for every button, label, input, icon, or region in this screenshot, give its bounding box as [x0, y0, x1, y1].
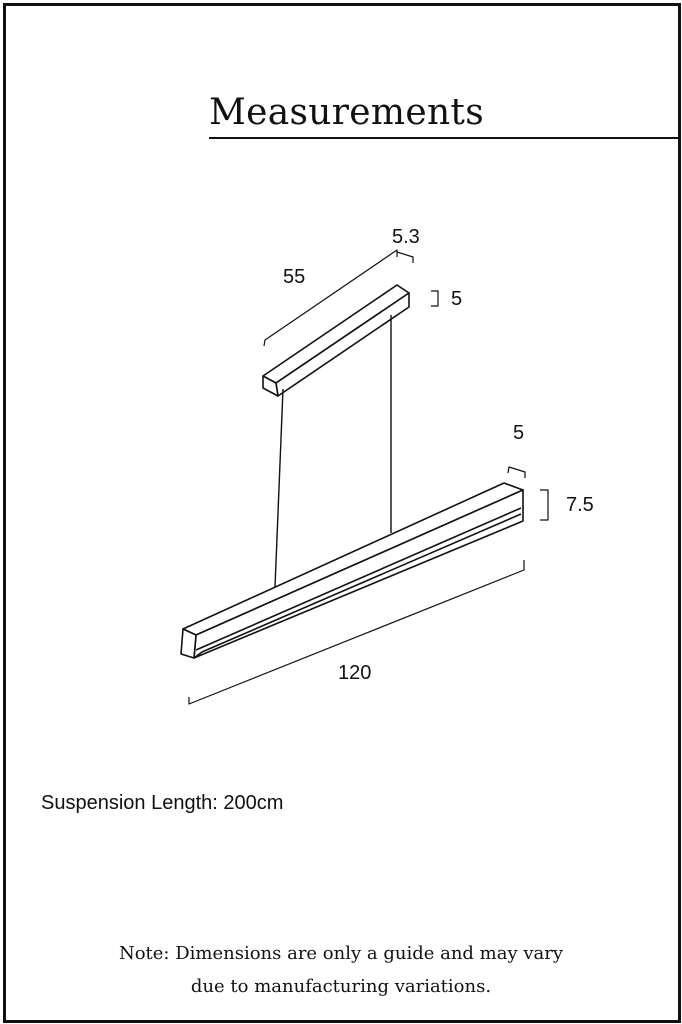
bar-length-label: 120 — [338, 662, 371, 684]
bar-height-label: 7.5 — [566, 494, 594, 516]
suspension-length: Suspension Length: 200cm — [41, 792, 284, 814]
note-line-2: due to manufacturing variations. — [190, 976, 492, 997]
title-underline — [209, 137, 679, 139]
canopy-height-label: 5 — [451, 288, 462, 310]
canopy-width-label: 5.3 — [392, 226, 420, 248]
light-bar — [180, 482, 524, 659]
canopy-length-label: 55 — [283, 266, 305, 288]
dimension-lines — [188, 249, 549, 705]
page-border — [3, 3, 681, 1023]
suspension-wires — [274, 315, 392, 588]
note-line-1: Note: Dimensions are only a guide and ma… — [118, 943, 564, 964]
page-title: Measurements — [209, 92, 484, 133]
bar-width-label: 5 — [513, 422, 524, 444]
disclaimer-note: Note: Dimensions are only a guide and ma… — [0, 937, 682, 1003]
canopy — [262, 284, 410, 397]
